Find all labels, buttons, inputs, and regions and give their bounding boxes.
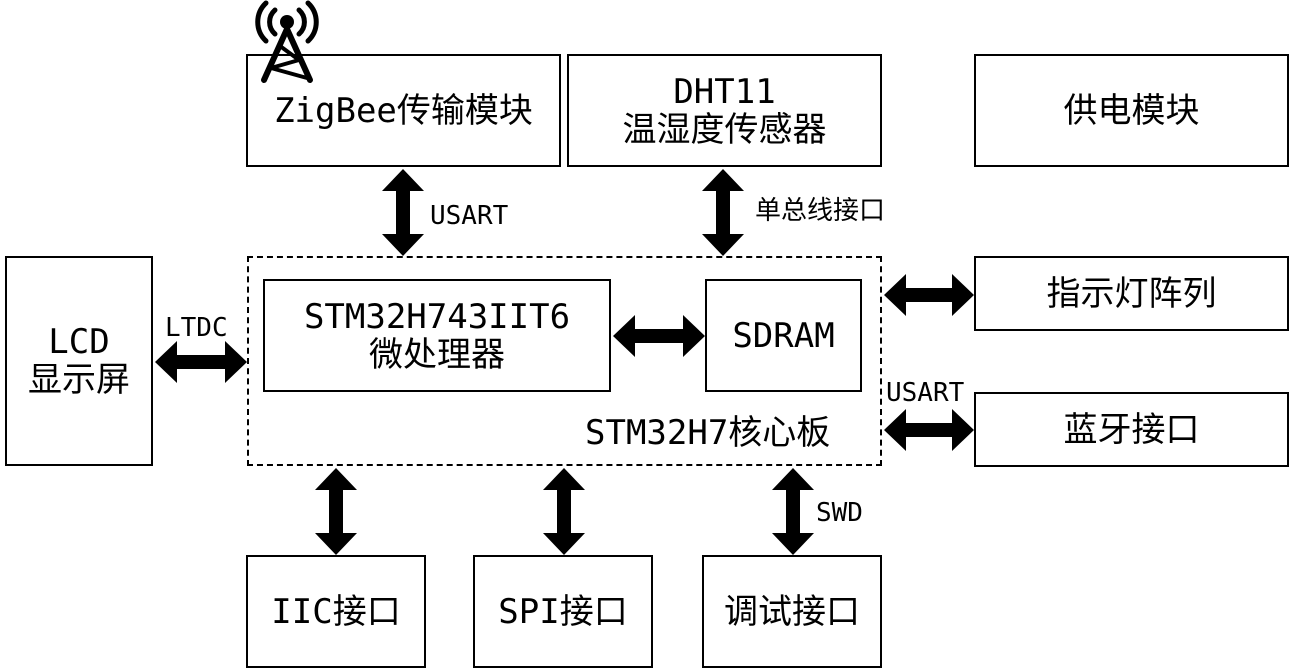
zigbee-link-label: USART <box>430 201 509 231</box>
led-array-label: 指示灯阵列 <box>1046 273 1217 314</box>
core-board-label: STM32H7核心板 <box>585 413 831 453</box>
core-board-outline <box>247 256 882 466</box>
debug-label: 调试接口 <box>724 591 860 632</box>
dht11-core-arrow <box>702 169 744 256</box>
spi-core-arrow <box>543 468 585 555</box>
spi-box: SPI接口 <box>473 555 653 668</box>
iic-box: IIC接口 <box>246 555 426 668</box>
power-box: 供电模块 <box>974 54 1289 167</box>
sdram-box: SDRAM <box>705 279 862 392</box>
antenna-tower-icon <box>255 0 319 83</box>
dht11-line1: DHT11 <box>673 71 776 112</box>
lcd-line1: LCD <box>48 322 110 362</box>
bluetooth-link-label: USART <box>886 378 965 408</box>
zigbee-core-arrow <box>382 169 424 256</box>
zigbee-label: ZigBee传输模块 <box>274 90 533 131</box>
bluetooth-core-arrow <box>884 409 974 451</box>
dht11-line2: 温湿度传感器 <box>622 109 827 150</box>
spi-label: SPI接口 <box>498 591 628 632</box>
dht11-link-label: 单总线接口 <box>755 196 886 226</box>
lcd-core-arrow <box>155 341 247 383</box>
mcu-line2: 微处理器 <box>369 334 505 375</box>
debug-core-arrow <box>772 468 814 555</box>
dht11-box: DHT11 温湿度传感器 <box>567 54 882 167</box>
iic-label: IIC接口 <box>271 591 401 632</box>
zigbee-box: ZigBee传输模块 <box>246 54 561 167</box>
lcd-box: LCD 显示屏 <box>5 256 153 466</box>
iic-core-arrow <box>315 468 357 555</box>
mcu-sdram-arrow <box>613 315 705 357</box>
debug-box: 调试接口 <box>702 555 882 668</box>
mcu-line1: STM32H743IIT6 <box>303 296 571 337</box>
power-label: 供电模块 <box>1063 90 1200 131</box>
lcd-line2: 显示屏 <box>28 360 130 400</box>
lcd-link-label: LTDC <box>165 313 228 343</box>
debug-link-label: SWD <box>816 498 863 528</box>
sdram-label: SDRAM <box>732 315 835 356</box>
bluetooth-box: 蓝牙接口 <box>974 392 1289 467</box>
led-array-box: 指示灯阵列 <box>974 256 1289 331</box>
bluetooth-label: 蓝牙接口 <box>1063 409 1200 450</box>
mcu-box: STM32H743IIT6 微处理器 <box>263 279 611 392</box>
led-array-core-arrow <box>884 274 974 316</box>
